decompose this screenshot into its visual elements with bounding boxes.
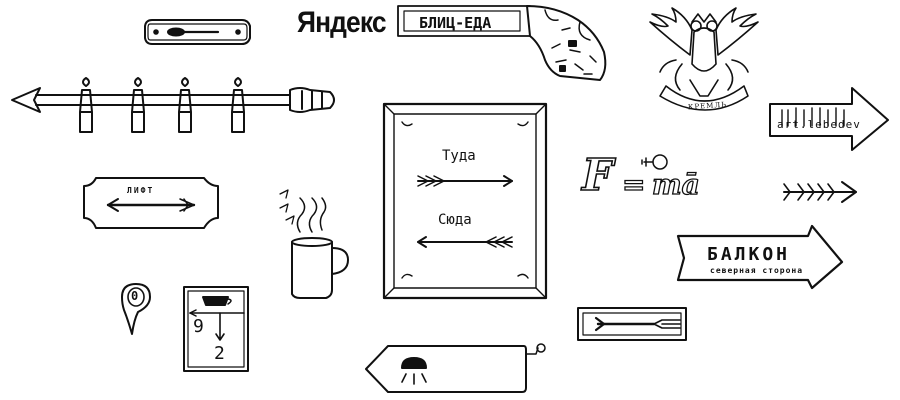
syuda-label: Сюда <box>438 212 472 228</box>
direction-frame <box>382 102 548 300</box>
spoon-plaque <box>144 19 251 45</box>
blic-eda-label: БЛИЦ-ЕДА <box>419 14 492 32</box>
balkon-label: БАЛКОН <box>707 244 791 265</box>
elevator-plaque <box>183 286 249 372</box>
formula-ma: mā <box>651 167 700 201</box>
cutlery-icon <box>781 107 845 127</box>
fork-plaque <box>577 307 687 341</box>
lift-plaque <box>83 177 219 229</box>
lift-label: ЛИФТ <box>127 186 155 195</box>
elevator-to-number: 2 <box>214 343 225 364</box>
arrow-right-icon <box>417 175 513 187</box>
figurine-icon <box>178 77 192 133</box>
spoon-icon <box>167 27 220 37</box>
balkon-arrow <box>676 224 844 290</box>
lamp-icon <box>401 357 427 385</box>
art-lebedev-arrow <box>769 87 889 151</box>
long-arrow-icon <box>11 77 335 133</box>
fork-icon <box>594 316 681 332</box>
lamp-sign <box>365 343 546 393</box>
balkon-sublabel: северная сторона <box>710 266 804 275</box>
fish-skeleton-icon <box>783 181 857 203</box>
floor-badge: 0 <box>131 289 139 303</box>
figurine-icon <box>79 77 93 133</box>
formula-f: F <box>581 149 614 202</box>
location-pin-icon <box>121 283 151 335</box>
art-lebedev-label: art.lebedev <box>777 118 861 131</box>
figurine-icon <box>131 77 145 133</box>
coffee-mug-icon <box>279 189 349 299</box>
lightbulb-icon <box>641 154 668 170</box>
eagle-emblem-icon <box>649 7 759 111</box>
blic-eda-sign <box>397 5 607 81</box>
tuda-label: Туда <box>442 148 476 164</box>
elevator-from-number: 9 <box>193 316 204 337</box>
arrow-left-icon <box>417 236 513 248</box>
yandex-logo[interactable]: Яндекс <box>297 6 387 39</box>
figurine-icon <box>231 77 245 133</box>
cup-icon <box>202 296 232 306</box>
formula-equals: = <box>621 167 646 201</box>
